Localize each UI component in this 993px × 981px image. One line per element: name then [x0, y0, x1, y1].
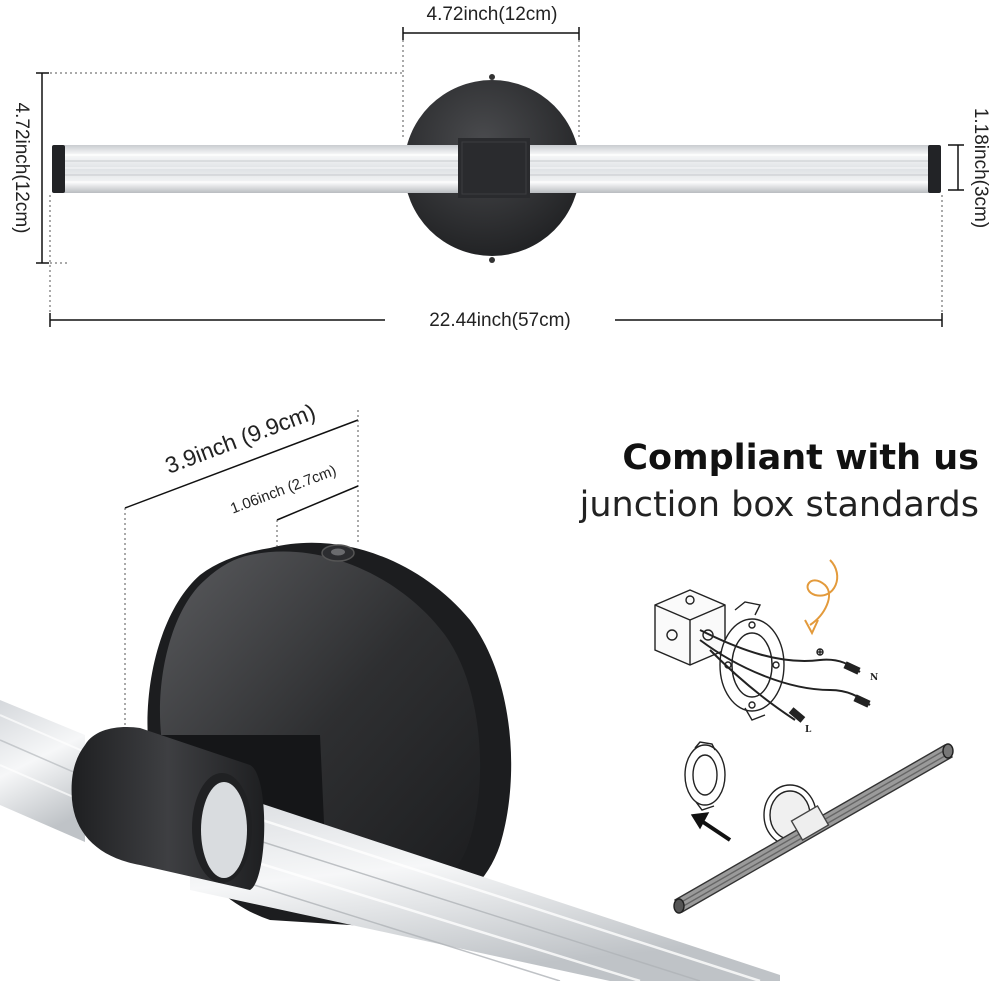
tube-segment-left-rib-1 — [0, 714, 86, 753]
tube-segment-left-rib-3 — [0, 764, 86, 803]
wires-icon — [699, 629, 871, 723]
tube-segment-left-rib-2 — [0, 739, 86, 778]
wire-label-n: N — [870, 673, 878, 683]
wire-label-l: L — [805, 725, 812, 735]
tube-segment-right-rib-4 — [199, 867, 561, 981]
tube-segment-right-rib-2 — [199, 821, 701, 981]
headline-line-1: Compliant with us — [622, 438, 979, 478]
end-cap-left — [52, 145, 65, 193]
mounting-bracket-icon — [719, 601, 785, 721]
end-cap-right — [928, 145, 941, 193]
center-collar — [458, 138, 530, 198]
top-view: 4.72inch(12cm) 4.72inch(12cm) 1.18inch(3… — [11, 4, 991, 331]
depth-label: 3.9inch (9.9cm) — [161, 398, 318, 478]
plate-screw-bottom — [489, 257, 495, 263]
collar-line — [276, 485, 359, 521]
small-fixture-icon — [673, 743, 954, 914]
installation-diagram: N L — [654, 559, 954, 914]
total-length-label: 22.44inch(57cm) — [429, 310, 571, 331]
small-bracket-icon — [684, 741, 726, 811]
tube-segment-right — [190, 780, 780, 981]
headline: Compliant with us junction box standards — [580, 436, 979, 530]
push-arrow-icon — [698, 818, 732, 842]
rotate-arrow-icon — [806, 559, 839, 626]
tube-segment-right-rib-3 — [199, 843, 641, 981]
plate-screw-top — [489, 74, 495, 80]
plate-screw-head — [331, 548, 345, 556]
center-collar-edge — [461, 141, 527, 195]
tube-diameter-label: 1.18inch(3cm) — [970, 108, 991, 228]
tube-segment-right-rib-1 — [199, 798, 761, 981]
plate-width-label: 4.72inch(12cm) — [427, 4, 558, 25]
tube-collar-opening — [201, 782, 247, 878]
side-view: 3.9inch (9.9cm) 1.06inch (2.7cm) — [0, 398, 780, 981]
tube-segment-left — [0, 700, 85, 842]
height-label: 4.72inch(12cm) — [11, 103, 32, 234]
rotate-arrow-head — [804, 619, 819, 636]
push-arrow-head — [690, 812, 710, 830]
headline-line-2: junction box standards — [579, 485, 979, 525]
collar-label: 1.06inch (2.7cm) — [228, 462, 339, 517]
depth-line — [124, 419, 359, 509]
